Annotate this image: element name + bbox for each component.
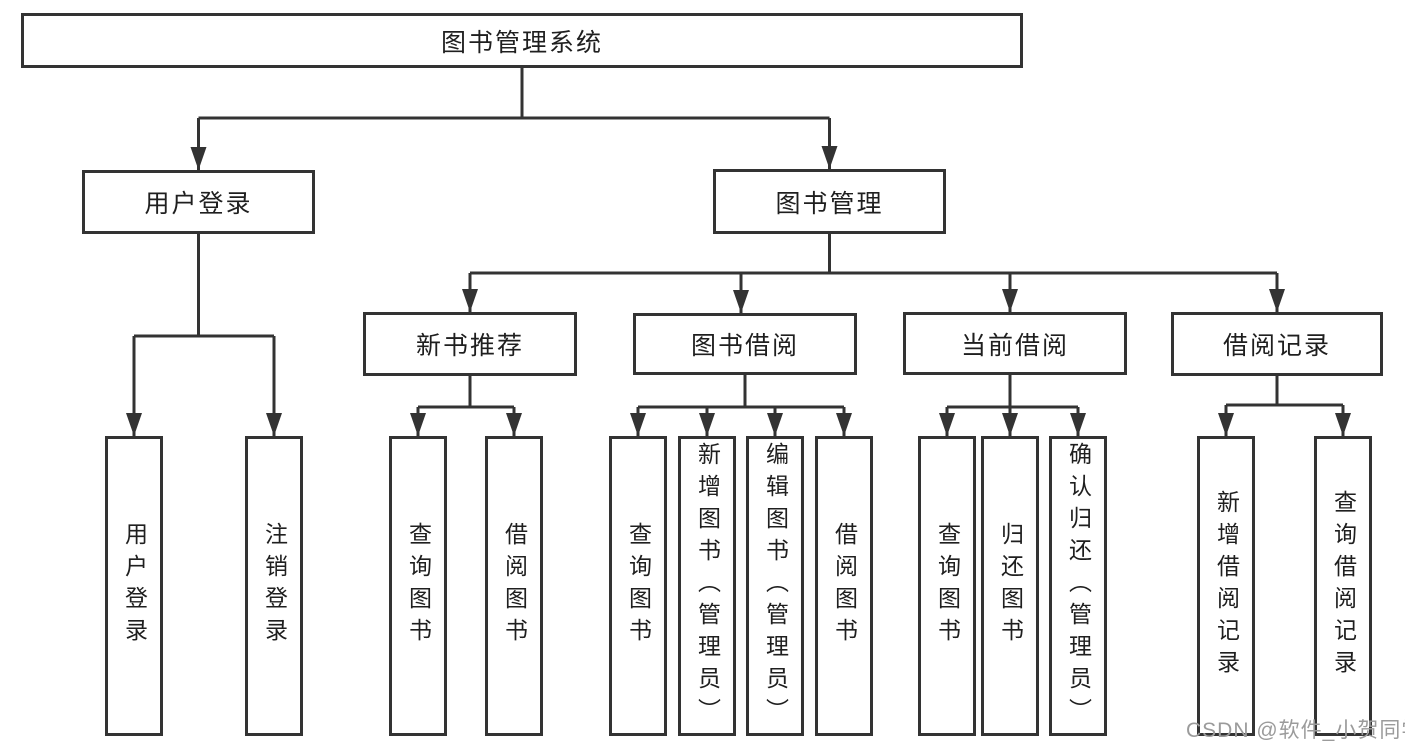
connector-arrows bbox=[126, 118, 1351, 436]
leaf-borrow-books-recommend: 借阅图书 bbox=[485, 436, 543, 736]
leaf-confirm-return-admin: 确认归还（管理员） bbox=[1049, 436, 1107, 736]
leaf-query-books-recommend: 查询图书 bbox=[389, 436, 447, 736]
node-book-borrowing: 图书借阅 bbox=[633, 313, 857, 375]
leaf-add-books-admin: 新增图书（管理员） bbox=[678, 436, 736, 736]
node-borrowing-records: 借阅记录 bbox=[1171, 312, 1383, 376]
leaf-query-books-borrowing: 查询图书 bbox=[609, 436, 667, 736]
leaf-logout: 注销登录 bbox=[245, 436, 303, 736]
node-book-management: 图书管理 bbox=[713, 169, 946, 234]
leaf-borrow-books: 借阅图书 bbox=[815, 436, 873, 736]
leaf-add-borrow-record: 新增借阅记录 bbox=[1197, 436, 1255, 736]
leaf-edit-books-admin: 编辑图书（管理员） bbox=[746, 436, 804, 736]
node-new-book-recommend: 新书推荐 bbox=[363, 312, 577, 376]
node-library-system: 图书管理系统 bbox=[21, 13, 1023, 68]
leaf-return-books: 归还图书 bbox=[981, 436, 1039, 736]
connector-rails bbox=[134, 68, 1343, 409]
csdn-watermark: CSDN @软件_小贺同学 bbox=[1186, 719, 1405, 742]
node-current-borrowing: 当前借阅 bbox=[903, 312, 1127, 375]
node-user-login: 用户登录 bbox=[82, 170, 315, 234]
leaf-user-login: 用户登录 bbox=[105, 436, 163, 736]
leaf-query-books-current: 查询图书 bbox=[918, 436, 976, 736]
leaf-query-borrow-record: 查询借阅记录 bbox=[1314, 436, 1372, 736]
